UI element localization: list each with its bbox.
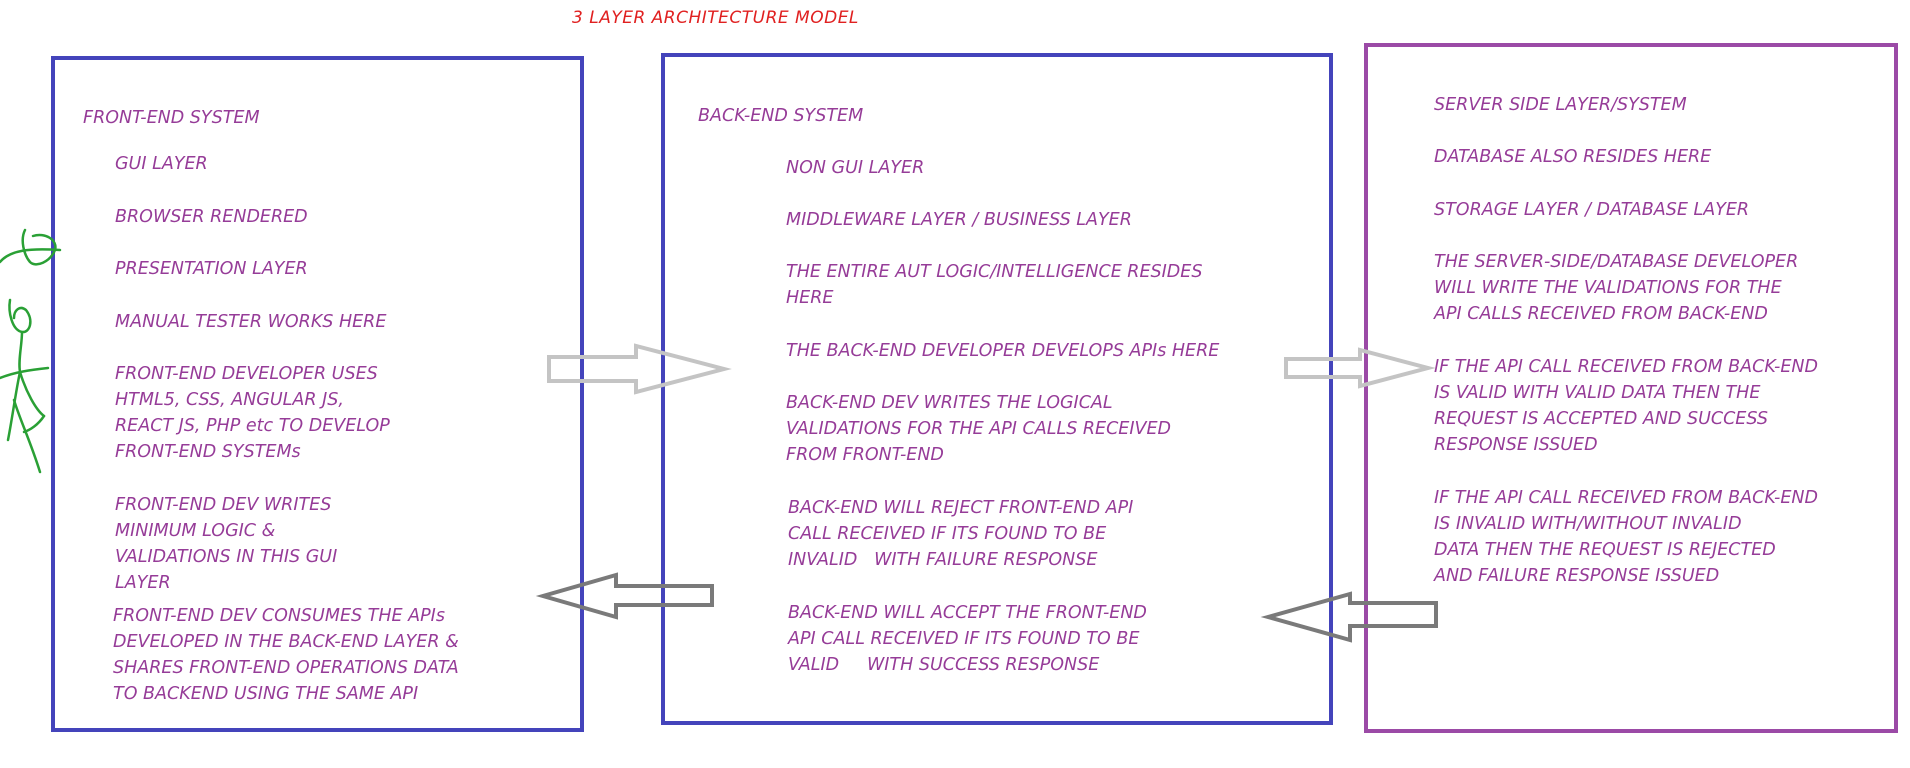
front-end-item: FRONT-END DEVELOPER USES HTML5, CSS, ANG… [115,364,390,462]
arrow-front-to-back [547,343,732,395]
front-end-item: BROWSER RENDERED [115,207,308,227]
front-end-item: FRONT-END DEV WRITES MINIMUM LOGIC & VAL… [115,495,338,593]
stick-figure-icon [0,228,62,474]
back-end-item: THE BACK-END DEVELOPER DEVELOPS APIs HER… [786,341,1220,361]
server-side-item: IF THE API CALL RECEIVED FROM BACK-END I… [1434,357,1818,455]
back-end-heading: BACK-END SYSTEM [698,106,864,126]
back-end-item: BACK-END WILL REJECT FRONT-END API CALL … [788,498,1134,570]
server-side-box [1364,43,1898,733]
diagram-title: 3 LAYER ARCHITECTURE MODEL [572,8,859,28]
back-end-item: THE ENTIRE AUT LOGIC/INTELLIGENCE RESIDE… [786,262,1203,308]
arrow-server-to-back [1260,591,1438,643]
back-end-item: BACK-END DEV WRITES THE LOGICAL VALIDATI… [786,393,1172,465]
back-end-item: BACK-END WILL ACCEPT THE FRONT-END API C… [788,603,1147,675]
front-end-item: MANUAL TESTER WORKS HERE [115,312,387,332]
arrow-back-to-server [1284,347,1436,389]
front-end-item: GUI LAYER [115,154,208,174]
arrow-back-to-front [535,572,714,620]
front-end-box [51,56,584,732]
front-end-item: PRESENTATION LAYER [115,259,308,279]
back-end-item: MIDDLEWARE LAYER / BUSINESS LAYER [786,210,1132,230]
front-end-heading: FRONT-END SYSTEM [83,108,260,128]
back-end-item: NON GUI LAYER [786,158,925,178]
front-end-item: FRONT-END DEV CONSUMES THE APIs DEVELOPE… [113,606,459,704]
server-side-item: DATABASE ALSO RESIDES HERE [1434,147,1712,167]
server-side-item: SERVER SIDE LAYER/SYSTEM [1434,95,1687,115]
server-side-item: THE SERVER-SIDE/DATABASE DEVELOPER WILL … [1434,252,1799,324]
back-end-box [661,53,1333,725]
server-side-item: STORAGE LAYER / DATABASE LAYER [1434,200,1750,220]
server-side-item: IF THE API CALL RECEIVED FROM BACK-END I… [1434,488,1818,586]
